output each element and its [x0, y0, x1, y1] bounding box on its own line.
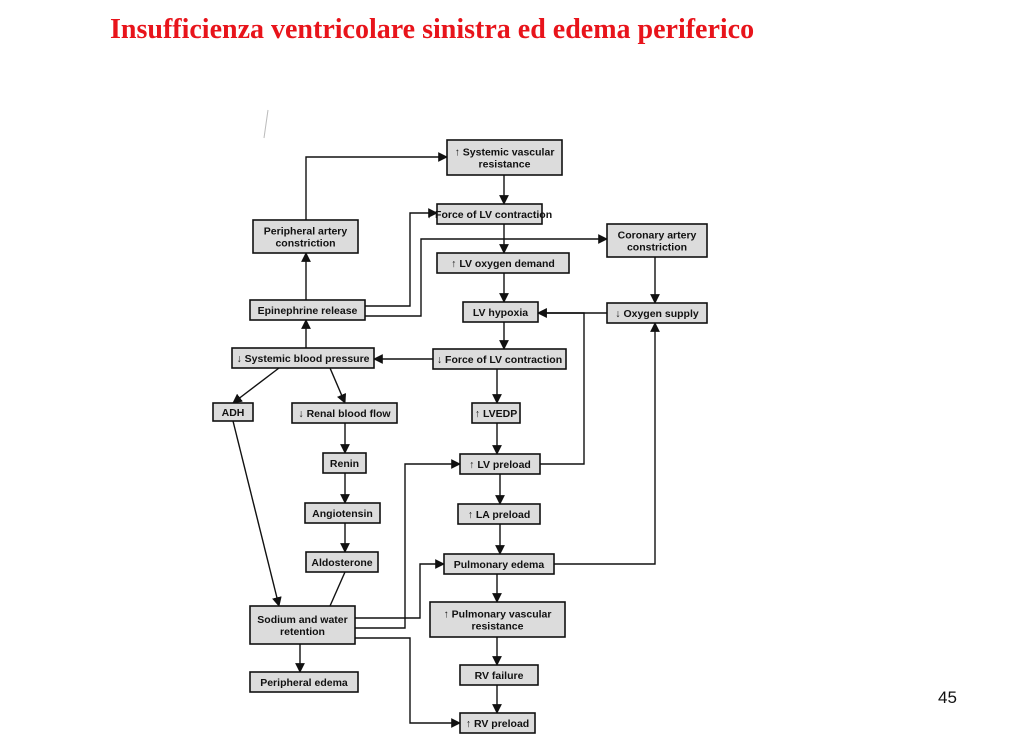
connector-arrow	[365, 234, 608, 317]
node-angiotensin: Angiotensin	[304, 502, 381, 524]
node-label: ↑ LV preload	[469, 459, 531, 471]
node-renal-flow-down: ↓ Renal blood flow	[291, 402, 398, 424]
node-epinephrine: Epinephrine release	[249, 299, 366, 321]
node-label: ↑ RV preload	[466, 718, 529, 730]
connector-arrow	[232, 367, 280, 404]
slide-title: Insufficienza ventricolare sinistra ed e…	[110, 14, 755, 45]
node-label: LV hypoxia	[473, 307, 528, 319]
node-label: ↑ Systemic vascular	[455, 146, 555, 158]
node-label: resistance	[479, 158, 531, 170]
scan-mark	[263, 109, 269, 139]
node-box	[443, 553, 555, 575]
node-label: Renin	[330, 458, 359, 470]
node-label: ↓ Oxygen supply	[615, 308, 699, 320]
node-box	[606, 223, 708, 258]
node-box	[429, 601, 566, 638]
node-lvedp-up: ↑ LVEDP	[471, 402, 521, 424]
node-pulm-edema: Pulmonary edema	[443, 553, 555, 575]
node-label: Epinephrine release	[258, 305, 358, 317]
node-periph-edema: Peripheral edema	[249, 671, 359, 693]
node-label: Coronary artery	[618, 229, 697, 241]
node-label: ↑ Force of LV contraction	[427, 209, 552, 221]
node-label: Sodium and water	[257, 614, 347, 626]
node-label: constriction	[275, 237, 335, 249]
connector-arrow	[329, 571, 346, 607]
node-label: Peripheral artery	[264, 225, 348, 237]
node-box	[252, 219, 359, 254]
node-label: resistance	[472, 620, 524, 632]
node-box	[249, 605, 356, 645]
node-rv-failure: RV failure	[459, 664, 539, 686]
node-label: Pulmonary edema	[454, 559, 545, 571]
node-box	[459, 712, 536, 734]
node-label: Angiotensin	[312, 508, 373, 520]
connector-arrow	[355, 637, 461, 728]
flowchart-connectors	[232, 109, 660, 728]
node-box	[432, 348, 567, 370]
node-box	[446, 139, 563, 176]
node-label: RV failure	[475, 670, 524, 682]
connector-arrow	[355, 459, 461, 629]
node-label: ↑ LV oxygen demand	[451, 258, 555, 270]
node-label: Aldosterone	[311, 557, 372, 569]
node-box	[459, 664, 539, 686]
node-label: constriction	[627, 241, 687, 253]
node-box	[212, 402, 254, 422]
node-lv-preload-up: ↑ LV preload	[459, 453, 541, 475]
node-aldosterone: Aldosterone	[305, 551, 379, 573]
node-o2-supply-down: ↓ Oxygen supply	[606, 302, 708, 324]
node-label: ↓ Renal blood flow	[298, 408, 391, 420]
page-number: 45	[938, 688, 957, 707]
connector-arrow	[329, 367, 347, 404]
node-lv-hypoxia: LV hypoxia	[462, 301, 539, 323]
node-box	[462, 301, 539, 323]
node-la-preload-up: ↑ LA preload	[457, 503, 541, 525]
node-label: ↑ LA preload	[468, 509, 531, 521]
connector-arrow	[232, 420, 282, 607]
node-box	[231, 347, 375, 369]
node-box	[249, 299, 366, 321]
node-label: ADH	[222, 407, 245, 419]
node-force-lv-up: ↑ Force of LV contraction	[427, 203, 552, 225]
node-box	[436, 203, 543, 225]
node-label: ↓ Force of LV contraction	[437, 354, 562, 366]
node-box	[459, 453, 541, 475]
connector-arrow	[537, 308, 585, 465]
node-label: ↓ Systemic blood pressure	[236, 353, 369, 365]
node-label: Peripheral edema	[260, 677, 348, 689]
node-sbp-down: ↓ Systemic blood pressure	[231, 347, 375, 369]
connector-arrow	[365, 208, 438, 307]
node-force-lv-down: ↓ Force of LV contraction	[432, 348, 567, 370]
connector-arrow	[355, 559, 445, 619]
node-label: retention	[280, 626, 325, 638]
node-box	[304, 502, 381, 524]
node-box	[249, 671, 359, 693]
node-box	[322, 452, 367, 474]
node-box	[457, 503, 541, 525]
node-box	[606, 302, 708, 324]
connector-arrow	[305, 152, 448, 220]
node-box	[305, 551, 379, 573]
node-lv-o2-demand: ↑ LV oxygen demand	[436, 252, 570, 274]
node-rv-preload-up: ↑ RV preload	[459, 712, 536, 734]
connector-arrow	[554, 322, 660, 565]
node-adh: ADH	[212, 402, 254, 422]
node-box	[436, 252, 570, 274]
node-box	[291, 402, 398, 424]
node-renin: Renin	[322, 452, 367, 474]
node-label: ↑ Pulmonary vascular	[444, 608, 552, 620]
node-box	[471, 402, 521, 424]
node-label: ↑ LVEDP	[475, 408, 517, 420]
